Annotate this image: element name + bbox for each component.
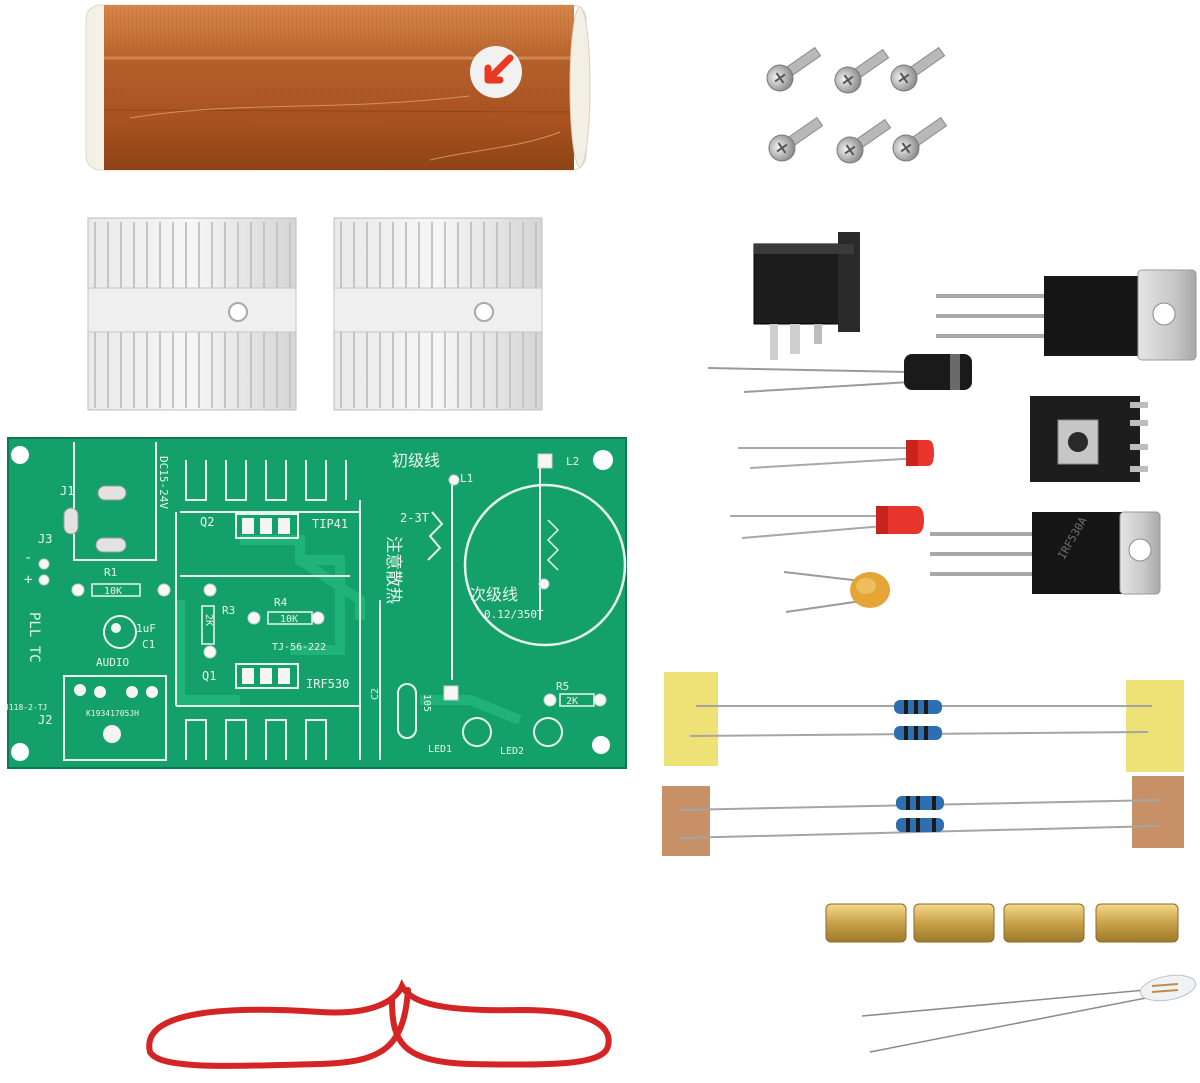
silk-r4-value: 10K: [280, 614, 298, 625]
secondary-coil: [85, 4, 591, 171]
pcb-board: 初级线 L1 L2 2-3T 次级线 0.12/350T 注意散热 DC15-2…: [4, 437, 627, 769]
q1-pads: [235, 663, 299, 689]
silk-plus: +: [24, 572, 32, 588]
silk-minus: -: [24, 550, 32, 566]
silk-r5: R5: [556, 680, 569, 693]
resistor-strip-brown: [662, 776, 1184, 856]
screw-icon: [890, 46, 946, 92]
silk-turns-primary: 2-3T: [400, 511, 429, 525]
silk-r3: R3: [222, 604, 235, 617]
neon-bulb: [861, 974, 1197, 1053]
screw-icon: [836, 118, 892, 164]
silk-r1: R1: [104, 566, 117, 579]
electrolytic-capacitor: [707, 354, 972, 393]
silk-primary-coil: 初级线: [392, 451, 440, 470]
brass-standoffs: [825, 903, 1179, 943]
silk-l1: L1: [460, 472, 473, 485]
silk-pll-tc: PLL TC: [26, 612, 42, 663]
silk-tip41: TIP41: [312, 517, 348, 531]
tip41-transistor: [936, 269, 1197, 361]
silk-r4: R4: [274, 596, 288, 609]
silk-heatsink-note: 注意散热: [383, 536, 403, 604]
silk-c1: C1: [142, 638, 155, 651]
screw-icon: [768, 116, 824, 162]
resistor-strip-yellow: [664, 672, 1184, 772]
screw-icon: [892, 116, 948, 162]
irf530-mosfet: IRF530A: [930, 511, 1161, 595]
silk-power-input: DC15-24V: [157, 456, 170, 509]
red-led-2: [730, 506, 924, 539]
silk-c2-value: 105: [421, 694, 432, 712]
silk-secondary-coil: 次级线: [470, 585, 518, 604]
silk-led1: LED1: [428, 744, 452, 755]
silk-secondary-spec: 0.12/350T: [484, 608, 544, 621]
ceramic-capacitor: [783, 571, 890, 613]
silk-j2: J2: [38, 713, 52, 727]
silk-q2: Q2: [200, 515, 214, 529]
silk-irf530: IRF530: [306, 677, 349, 691]
arrow-sticker-icon: [470, 46, 522, 98]
silk-r1-value: 10K: [104, 586, 122, 597]
silk-date-code: K19341705JH: [86, 709, 139, 718]
silk-audio: AUDIO: [96, 656, 129, 669]
silk-led2: LED2: [500, 746, 524, 757]
screw-icon: [766, 46, 822, 92]
screws: [766, 46, 948, 164]
silk-q1: Q1: [202, 669, 216, 683]
silk-tj-code: TJ-56-222: [272, 642, 326, 653]
silk-j1: J1: [60, 484, 74, 498]
silk-j3: J3: [38, 532, 52, 546]
silk-r3-value: 2K: [203, 614, 214, 626]
red-led-1: [738, 440, 934, 469]
dc-power-jack: [753, 232, 860, 360]
q2-pads: [235, 513, 299, 539]
red-wire: [146, 979, 612, 1069]
silk-jack-code: 3118-2-TJ: [4, 703, 47, 712]
screw-icon: [834, 48, 890, 94]
heatsink-right: [333, 217, 543, 411]
silk-r5-value: 2K: [566, 696, 578, 707]
silk-c2: C2: [370, 688, 381, 700]
audio-jack: [1030, 396, 1148, 482]
silk-l2: L2: [566, 455, 579, 468]
heatsink-left: [87, 217, 297, 411]
silk-c1-value: 1uF: [136, 622, 156, 635]
